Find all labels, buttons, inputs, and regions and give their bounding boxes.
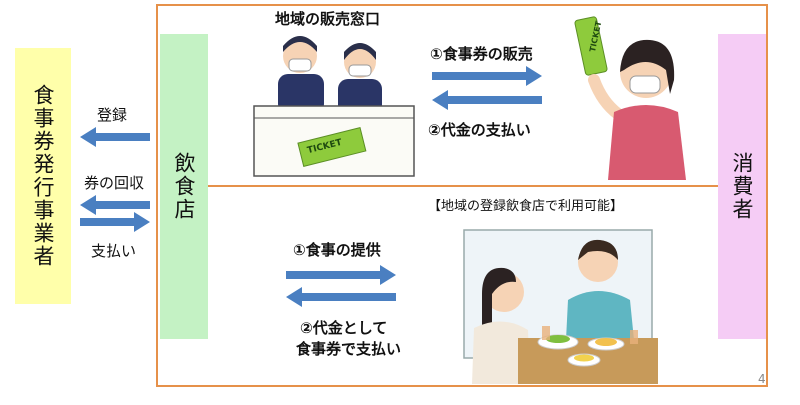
woman-hair [482,267,516,332]
ticket-on-counter [297,127,367,168]
staff-uniform [278,74,324,114]
man-hair [578,239,618,260]
payment-left-label: 支払い [91,242,137,260]
divider-line [208,185,718,187]
restaurant-note: 【地域の登録飲食店で利用可能】 [428,199,624,214]
staff-mask-2 [348,64,372,77]
register-label: 登録 [97,106,128,124]
arrow-register [80,127,150,147]
ticket-payment-label-2: 食事券で支払い [296,340,402,358]
glass-icon [542,326,550,340]
sales-window-illustration [253,36,415,177]
staff-hair [283,36,317,52]
issuer-box: 食事券発行事業者 [15,48,71,304]
arrow-provide [286,265,396,285]
arrow-payment-left [80,212,150,232]
arrow-collect [80,195,150,215]
ticket-held [574,16,608,76]
issuer-label: 食事券発行事業者 [31,84,55,268]
consumer-hair [620,39,675,94]
consumer-box: 消費者 [718,34,766,339]
glass-icon-2 [630,330,638,344]
window-title: 地域の販売窓口 [275,10,381,28]
region-frame [156,4,768,387]
woman-shirt [472,321,530,384]
collect-label: 券の回収 [84,174,145,192]
page-number: 4 [758,372,766,386]
arrow-ticket-payment [286,287,396,307]
rice-icon [574,354,594,362]
consumer-shirt [608,105,686,180]
raised-arm [588,74,624,120]
arrow-sale [432,66,542,86]
ticket-payment-label-1: ②代金として [300,319,388,337]
consumer-buying-illustration [574,16,686,180]
top-payment-label: ②代金の支払い [428,121,531,139]
restaurant-label: 飲食店 [172,152,196,221]
consumer-mask [629,75,661,94]
sale-label: ①食事券の販売 [430,45,533,63]
consumer-label: 消費者 [730,152,754,221]
staff-hair-2 [344,43,376,60]
pasta-icon [595,338,617,346]
arrow-top-payment [432,90,542,110]
salad-icon [546,335,570,343]
man-shirt [566,291,634,340]
provide-label: ①食事の提供 [293,241,381,259]
restaurant-box: 飲食店 [160,34,208,339]
dining-illustration [463,229,658,384]
staff-mask [288,58,312,72]
